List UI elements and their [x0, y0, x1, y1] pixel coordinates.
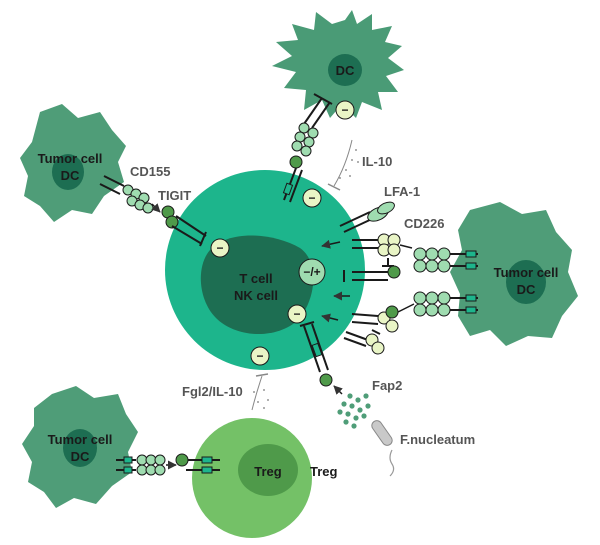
- dc-label: DC: [517, 282, 536, 297]
- dc-label: DC: [71, 449, 90, 464]
- tumor-cell-label: Tumor cell: [48, 432, 113, 447]
- tumor-cell-label: Tumor cell: [38, 151, 103, 166]
- dual-effect-badge: −/+: [298, 258, 326, 286]
- cd226-receptors: [321, 233, 413, 323]
- fnucleatum-bacterium-icon: [371, 420, 395, 477]
- lfa1-label: LFA-1: [384, 184, 420, 199]
- fap2-receptor-stalk: [299, 321, 343, 395]
- fgl2-il10-secretion-dots: [251, 373, 269, 411]
- svg-text:−: −: [256, 349, 263, 363]
- nk-cell-label: NK cell: [234, 288, 278, 303]
- svg-text:−: −: [293, 307, 300, 321]
- t-cell: T cell NK cell: [165, 170, 365, 370]
- treg-cell: Treg: [192, 418, 312, 538]
- lower-right-receptors: [343, 303, 415, 355]
- t-cell-label: T cell: [239, 271, 272, 286]
- cd226-label: CD226: [404, 216, 444, 231]
- il10-secretion-dots: [327, 139, 359, 191]
- svg-text:−: −: [341, 103, 348, 117]
- dc-label: DC: [61, 168, 80, 183]
- inhibition-badge: −: [250, 346, 270, 366]
- cd155-label: CD155: [130, 164, 170, 179]
- tumor-treg-interaction: [116, 453, 220, 476]
- fgl2-il10-label: Fgl2/IL-10: [182, 384, 243, 399]
- tumor-cell-bottom-left: Tumor cell DC: [22, 386, 138, 508]
- cd155-tigit-interaction: [99, 175, 207, 247]
- svg-text:−: −: [216, 241, 223, 255]
- inhibition-badge: −: [302, 188, 322, 208]
- inhibition-badge: −: [287, 304, 307, 324]
- right-tumor-ligands: [413, 247, 478, 317]
- inhibition-badge: −: [335, 100, 355, 120]
- dc-top-inhibitory-receptor: [282, 93, 333, 203]
- dc-top-label: DC: [336, 63, 355, 78]
- tigit-label: TIGIT: [158, 188, 191, 203]
- tumor-cell-right: Tumor cell DC: [450, 202, 578, 346]
- fap2-label: Fap2: [372, 378, 402, 393]
- tumor-cell-label: Tumor cell: [494, 265, 559, 280]
- tumor-cell-top-left: Tumor cell DC: [20, 104, 126, 222]
- fnucleatum-label: F.nucleatum: [400, 432, 475, 447]
- inhibition-badge: −: [210, 238, 230, 258]
- fap2-particles: [337, 393, 371, 429]
- treg-label: Treg: [310, 464, 338, 479]
- treg-nucleus-label: Treg: [254, 464, 282, 479]
- il10-label: IL-10: [362, 154, 392, 169]
- lfa1-receptor: [321, 201, 395, 249]
- svg-text:−/+: −/+: [303, 265, 320, 279]
- svg-text:−: −: [308, 191, 315, 205]
- dendritic-cell-top: DC: [272, 10, 404, 118]
